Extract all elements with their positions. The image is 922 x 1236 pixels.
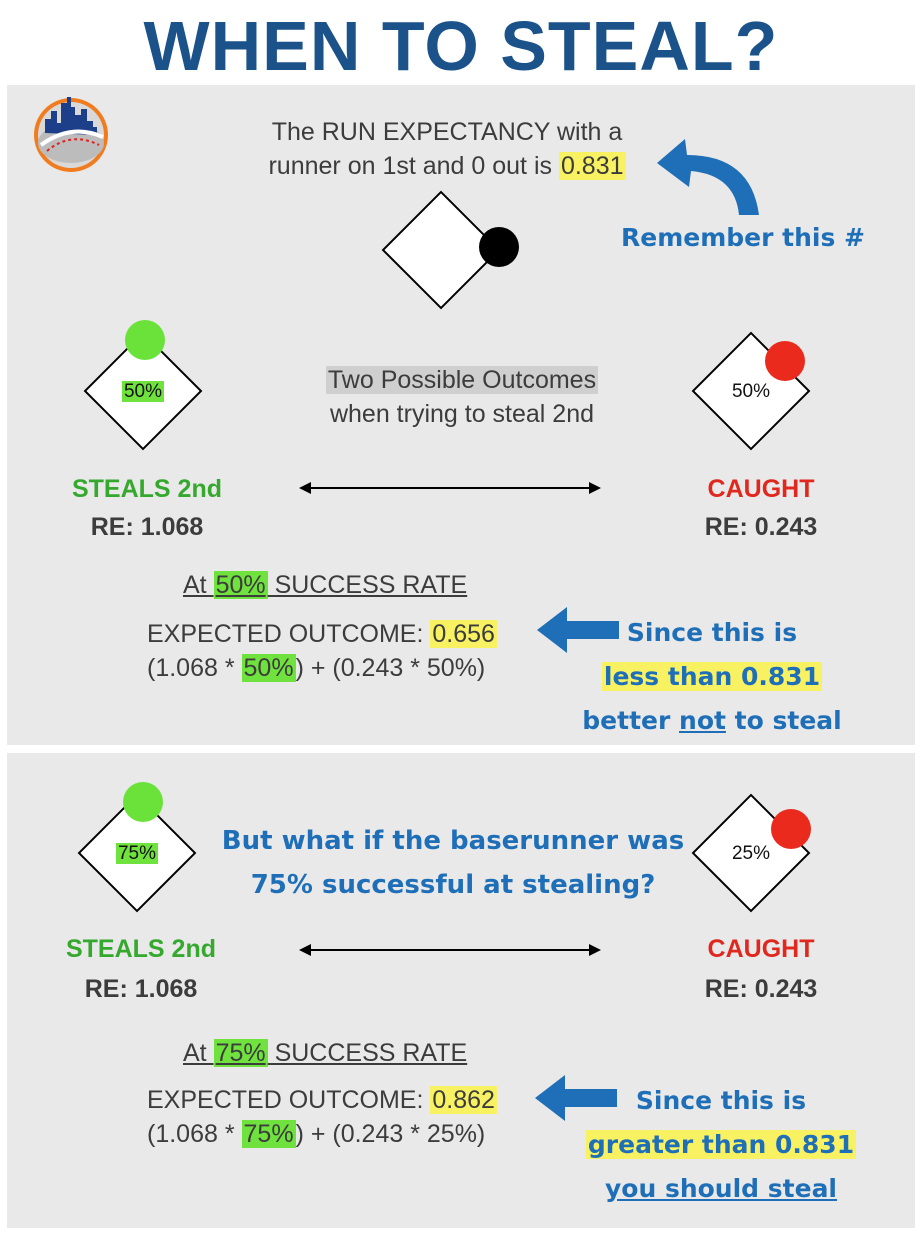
conclusion-line-2-b: greater than 0.831 xyxy=(585,1130,857,1159)
caught-re-2: RE: 0.243 xyxy=(704,975,818,1003)
success-rate-value-2: 75% xyxy=(213,1039,268,1067)
steals-percent-value-2: 75% xyxy=(115,843,159,864)
team-logo xyxy=(31,93,111,173)
question-text: But what if the baserunner was 75% succe… xyxy=(203,819,703,907)
caught-percent-2: 25% xyxy=(731,843,771,864)
expected-outcome-block-2: EXPECTED OUTCOME: 0.862 (1.068 * 75%) + … xyxy=(147,1083,497,1151)
conclusion-note: Since this is less than 0.831 better not… xyxy=(577,611,847,743)
conclusion-line-2: less than 0.831 xyxy=(601,662,823,691)
intro-line-1: The RUN EXPECTANCY with a xyxy=(271,118,623,146)
question-line-2: 75% successful at stealing? xyxy=(250,870,656,900)
runner-on-first-dot xyxy=(479,227,519,267)
caught-percent: 50% xyxy=(731,381,771,402)
runner-out-dot xyxy=(765,341,805,381)
steals-re: RE: 1.068 xyxy=(90,513,204,541)
runner-safe-dot-2 xyxy=(123,782,163,822)
conclusion-line-3-b-link: you should steal xyxy=(604,1174,838,1203)
outcomes-text: Two Possible Outcomes when trying to ste… xyxy=(237,363,687,431)
conclusion-line-1: Since this is xyxy=(626,618,798,647)
formula-line: (1.068 * 50%) + (0.243 * 50%) xyxy=(147,651,497,685)
runner-safe-dot xyxy=(125,320,165,360)
steals-label: STEALS 2nd xyxy=(71,475,222,503)
panel-fifty-percent: The RUN EXPECTANCY with a runner on 1st … xyxy=(7,85,915,745)
left-arrow-icon-2 xyxy=(535,1075,617,1121)
expected-outcome-prefix-2: EXPECTED OUTCOME: xyxy=(147,1086,431,1114)
success-rate-suffix: SUCCESS RATE xyxy=(267,571,468,599)
conclusion-line-3-a: better xyxy=(582,706,680,735)
conclusion-line-3: better not to steal xyxy=(577,699,847,743)
intro-line-2: runner on 1st and 0 out is 0.831 xyxy=(207,149,687,183)
expected-outcome-value-2: 0.862 xyxy=(430,1086,497,1114)
double-arrow-icon-2 xyxy=(299,944,601,956)
steals-percent: 50% xyxy=(103,381,183,403)
success-rate-line-2: At 75% SUCCESS RATE xyxy=(183,1039,467,1068)
success-rate-line: At 50% SUCCESS RATE xyxy=(183,571,467,600)
remember-note: Remember this # xyxy=(621,223,865,252)
curved-arrow-icon xyxy=(657,139,759,215)
success-rate-prefix-2: At xyxy=(183,1039,214,1067)
panel-seventy-five-percent: 75% But what if the baserunner was 75% s… xyxy=(7,753,915,1228)
steals-percent-2: 75% xyxy=(97,843,177,865)
outcomes-line-1: Two Possible Outcomes xyxy=(325,366,599,394)
formula-part-b: ) + (0.243 * 50%) xyxy=(295,654,486,682)
conclusion-note-2: Since this is greater than 0.831 you sho… xyxy=(573,1079,869,1211)
caught-label-2: CAUGHT xyxy=(707,935,815,963)
expected-outcome-block: EXPECTED OUTCOME: 0.656 (1.068 * 50%) + … xyxy=(147,617,497,685)
conclusion-line-3-b: to steal xyxy=(725,706,842,735)
steals-re-2: RE: 1.068 xyxy=(84,975,198,1003)
left-arrow-icon xyxy=(537,607,619,653)
expected-outcome-prefix: EXPECTED OUTCOME: xyxy=(147,620,431,648)
conclusion-line-3-not: not xyxy=(679,706,726,735)
mets-logo-icon xyxy=(34,97,108,172)
formula-part-b-2: ) + (0.243 * 25%) xyxy=(295,1120,486,1148)
steals-label-2: STEALS 2nd xyxy=(65,935,216,963)
expected-outcome-line: EXPECTED OUTCOME: 0.656 xyxy=(147,617,497,651)
formula-percent: 50% xyxy=(241,654,296,682)
caught-label: CAUGHT xyxy=(707,475,815,503)
formula-percent-2: 75% xyxy=(241,1120,296,1148)
steals-percent-value: 50% xyxy=(121,381,165,402)
conclusion-line-1-b: Since this is xyxy=(635,1086,807,1115)
caught-re: RE: 0.243 xyxy=(704,513,818,541)
expected-outcome-line-2: EXPECTED OUTCOME: 0.862 xyxy=(147,1083,497,1117)
formula-part-a-2: (1.068 * xyxy=(147,1120,242,1148)
runner-out-dot-2 xyxy=(771,809,811,849)
expected-outcome-value: 0.656 xyxy=(430,620,497,648)
page-title: WHEN TO STEAL? xyxy=(143,7,779,85)
formula-part-a: (1.068 * xyxy=(147,654,242,682)
success-rate-prefix: At xyxy=(183,571,214,599)
outcomes-line-2: when trying to steal 2nd xyxy=(329,400,595,428)
intro-text: The RUN EXPECTANCY with a runner on 1st … xyxy=(207,115,687,183)
intro-line-2-prefix: runner on 1st and 0 out is xyxy=(268,152,559,180)
intro-run-expectancy-value: 0.831 xyxy=(558,152,626,180)
double-arrow-icon xyxy=(299,482,601,494)
success-rate-suffix-2: SUCCESS RATE xyxy=(267,1039,468,1067)
question-line-1: But what if the baserunner was xyxy=(221,826,685,856)
formula-line-2: (1.068 * 75%) + (0.243 * 25%) xyxy=(147,1117,497,1151)
success-rate-value: 50% xyxy=(213,571,268,599)
